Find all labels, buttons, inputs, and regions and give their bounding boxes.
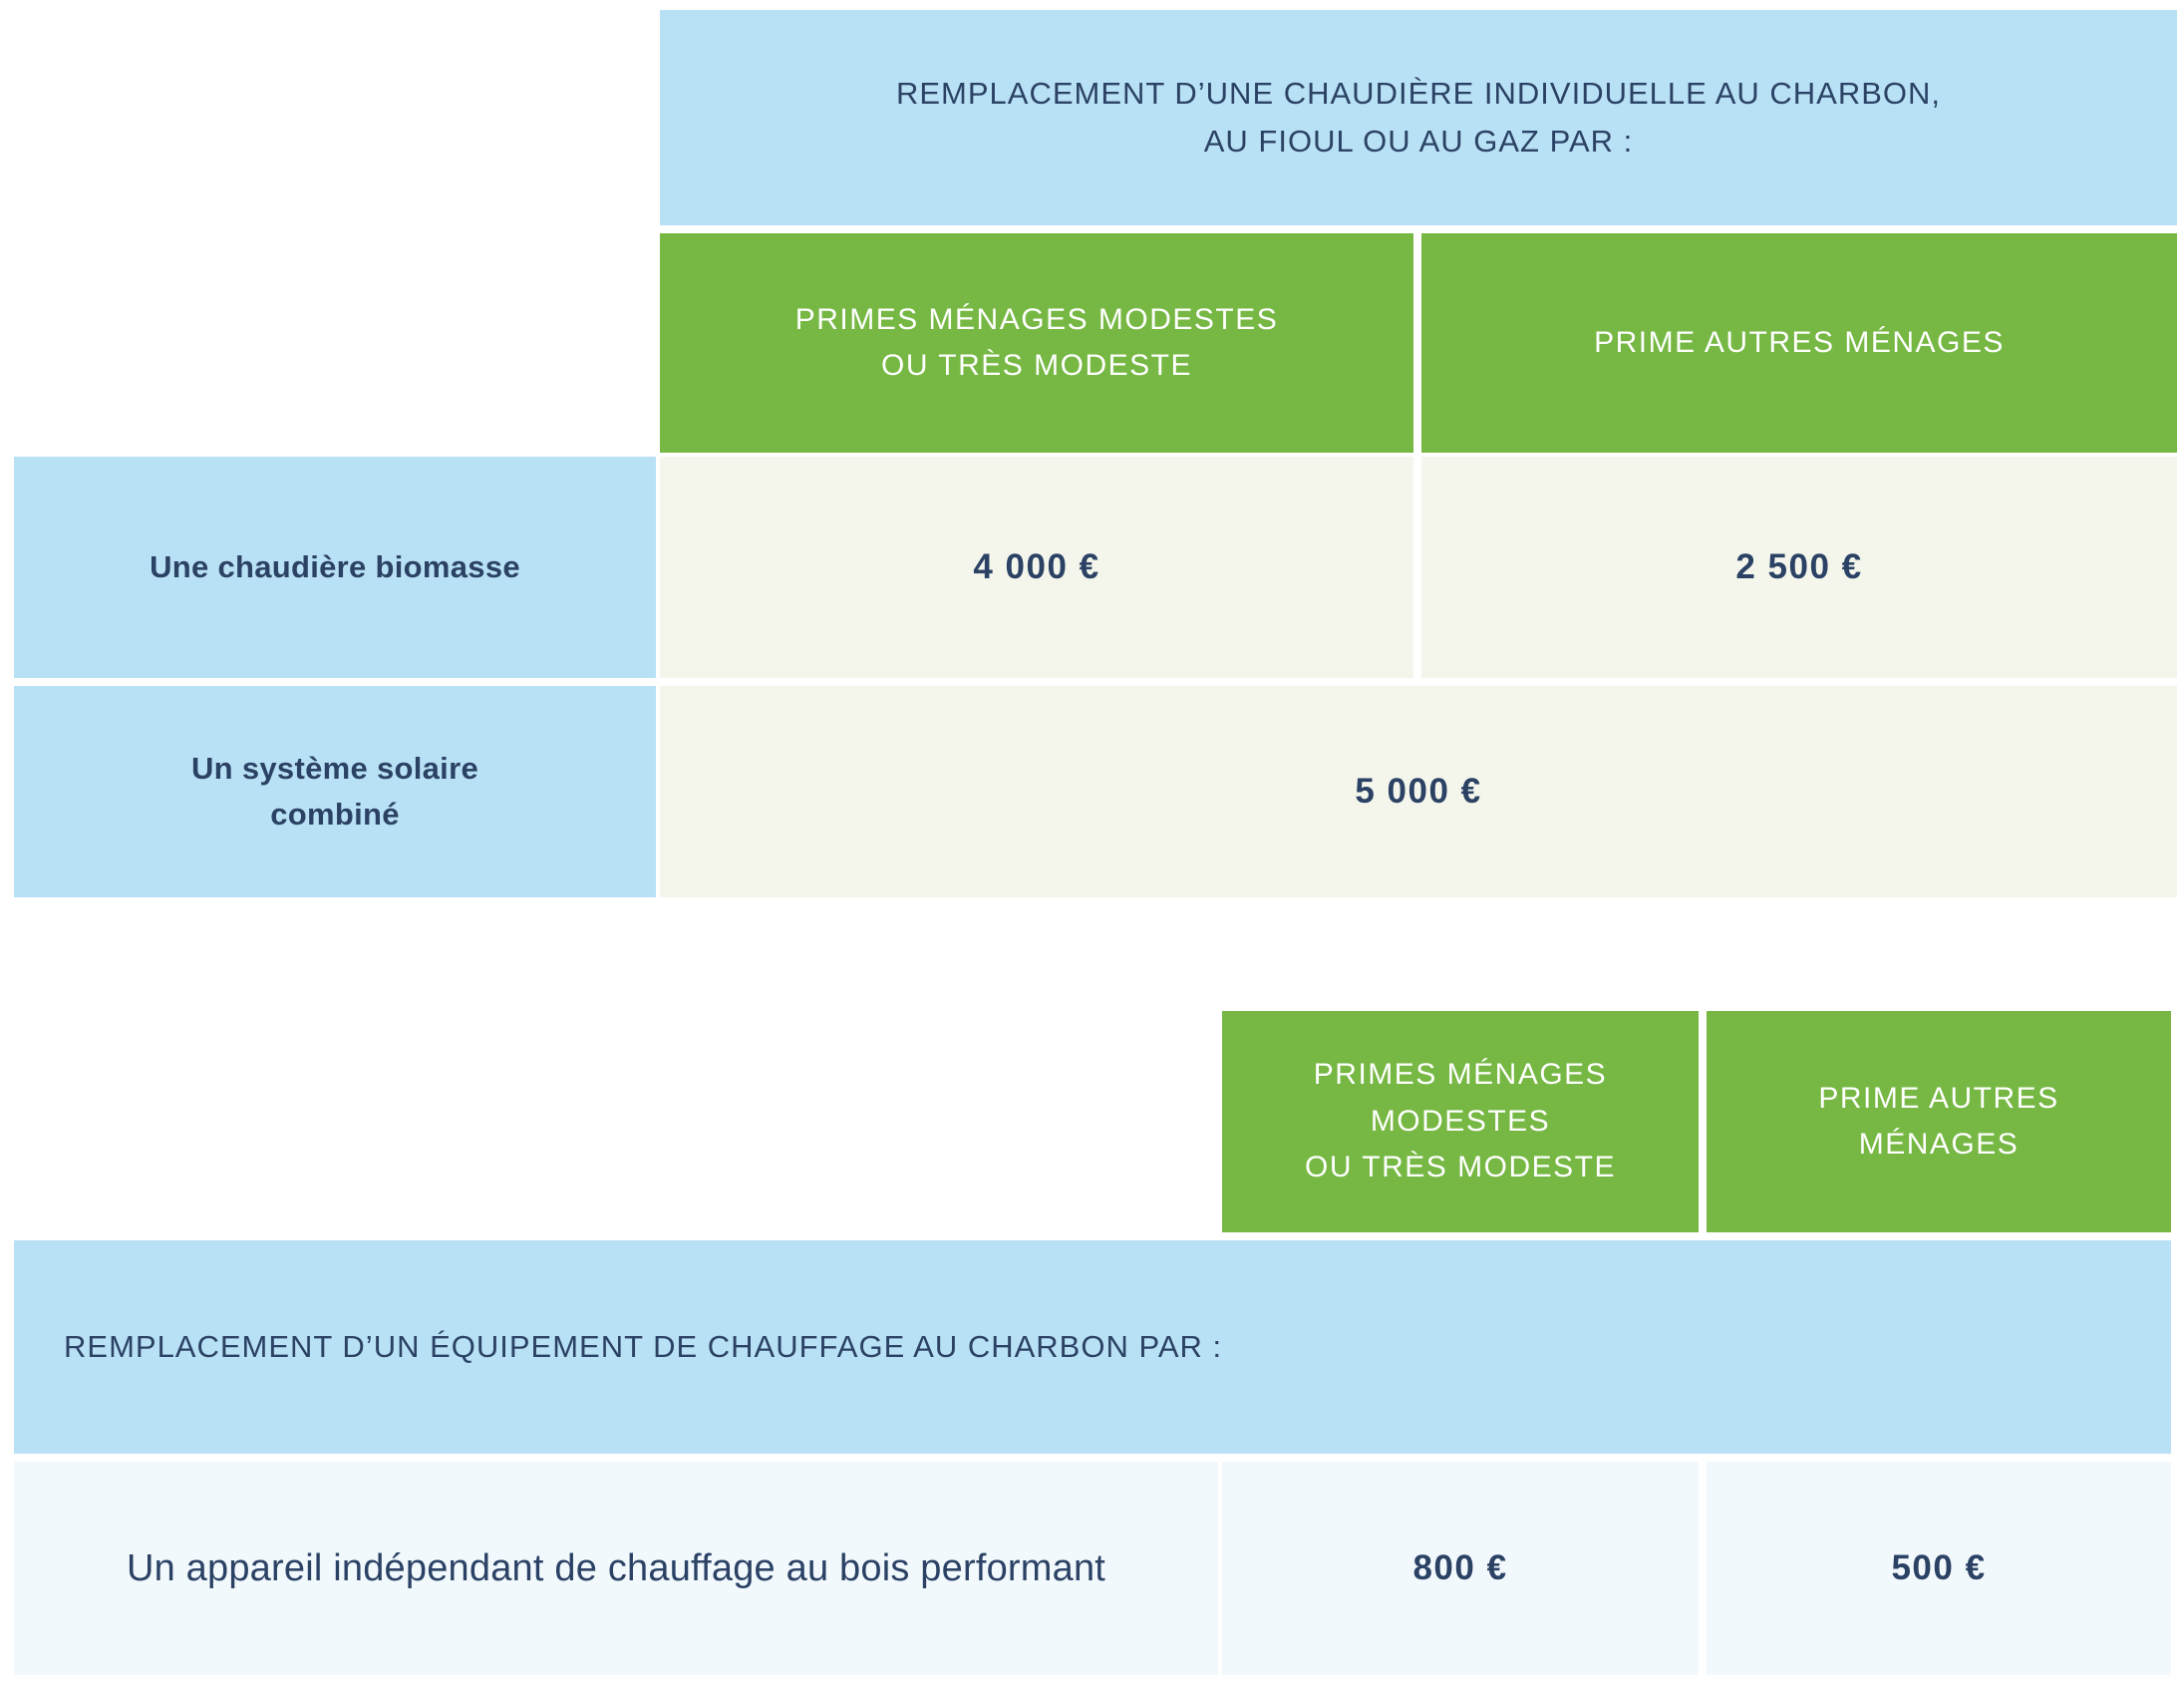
table1-value-systeme-solaire-merged: 5 000 € [660, 686, 2177, 897]
table2-title-cell: REMPLACEMENT D’UN ÉQUIPEMENT DE CHAUFFAG… [14, 1240, 2171, 1454]
table1-row-label-chaudiere-biomasse: Une chaudière biomasse [14, 457, 656, 678]
table1-column-header-prime-autres-menages: PRIME AUTRES MÉNAGES [1421, 233, 2177, 453]
table2-value-appareil-bois-modestes: 800 € [1222, 1462, 1699, 1675]
table1-value-chaudiere-biomasse-autres: 2 500 € [1421, 457, 2177, 678]
table2-column-header-prime-autres-menages: PRIME AUTRES MÉNAGES [1707, 1011, 2171, 1232]
table1-value-chaudiere-biomasse-modestes: 4 000 € [660, 457, 1413, 678]
table1-title-cell: REMPLACEMENT D’UNE CHAUDIÈRE INDIVIDUELL… [660, 10, 2177, 225]
table1-row-label-systeme-solaire-combine: Un système solaire combiné [14, 686, 656, 897]
table2-row-label-appareil-bois-performant: Un appareil indépendant de chauffage au … [14, 1462, 1218, 1675]
table2-column-header-primes-menages-modestes: PRIMES MÉNAGES MODESTES OU TRÈS MODESTE [1222, 1011, 1699, 1232]
table1-column-header-primes-menages-modestes: PRIMES MÉNAGES MODESTES OU TRÈS MODESTE [660, 233, 1413, 453]
table2-value-appareil-bois-autres: 500 € [1707, 1462, 2171, 1675]
